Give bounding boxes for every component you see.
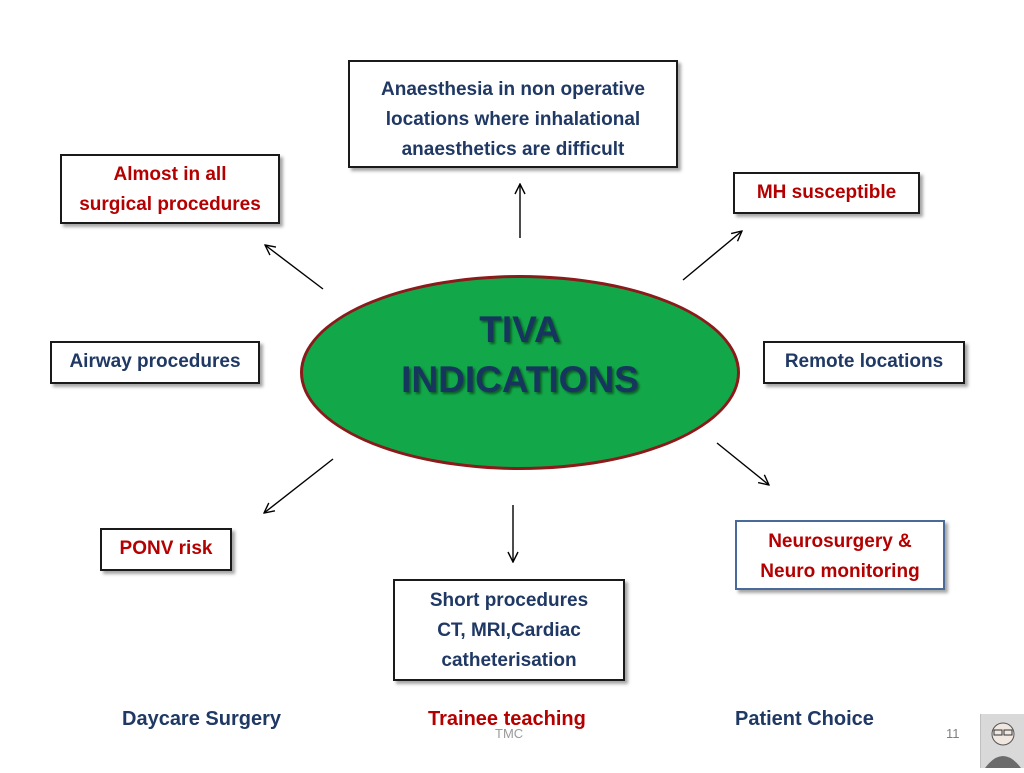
- box-mh-susceptible: MH susceptible: [733, 172, 920, 214]
- box-surgical-procedures: Almost in all surgical procedures: [60, 154, 280, 224]
- box-airway-procedures: Airway procedures: [50, 341, 260, 384]
- footer-tag: TMC: [495, 726, 524, 741]
- center-oval: [300, 275, 740, 470]
- box-ponv-risk: PONV risk: [100, 528, 232, 571]
- box-short-procedures: Short procedures CT, MRI,Cardiac cathete…: [393, 579, 625, 681]
- arrow-up-left: [265, 245, 324, 290]
- footer-trainee-teaching: Trainee teaching: [428, 708, 586, 730]
- presenter-thumbnail: [980, 714, 1024, 768]
- footer-daycare-surgery: Daycare Surgery: [122, 708, 281, 730]
- arrow-up-right: [682, 231, 742, 281]
- arrow-down-right: [716, 442, 769, 485]
- page-number: 11: [946, 726, 960, 741]
- box-remote-locations: Remote locations: [763, 341, 965, 384]
- footer-patient-choice: Patient Choice: [735, 708, 874, 730]
- center-title: TIVA INDICATIONS: [401, 309, 639, 400]
- box-neurosurgery: Neurosurgery & Neuro monitoring: [735, 520, 945, 590]
- box-non-operative-locations: Anaesthesia in non operative locations w…: [348, 60, 678, 168]
- arrow-down-left: [264, 458, 334, 513]
- person-icon: [985, 722, 1021, 768]
